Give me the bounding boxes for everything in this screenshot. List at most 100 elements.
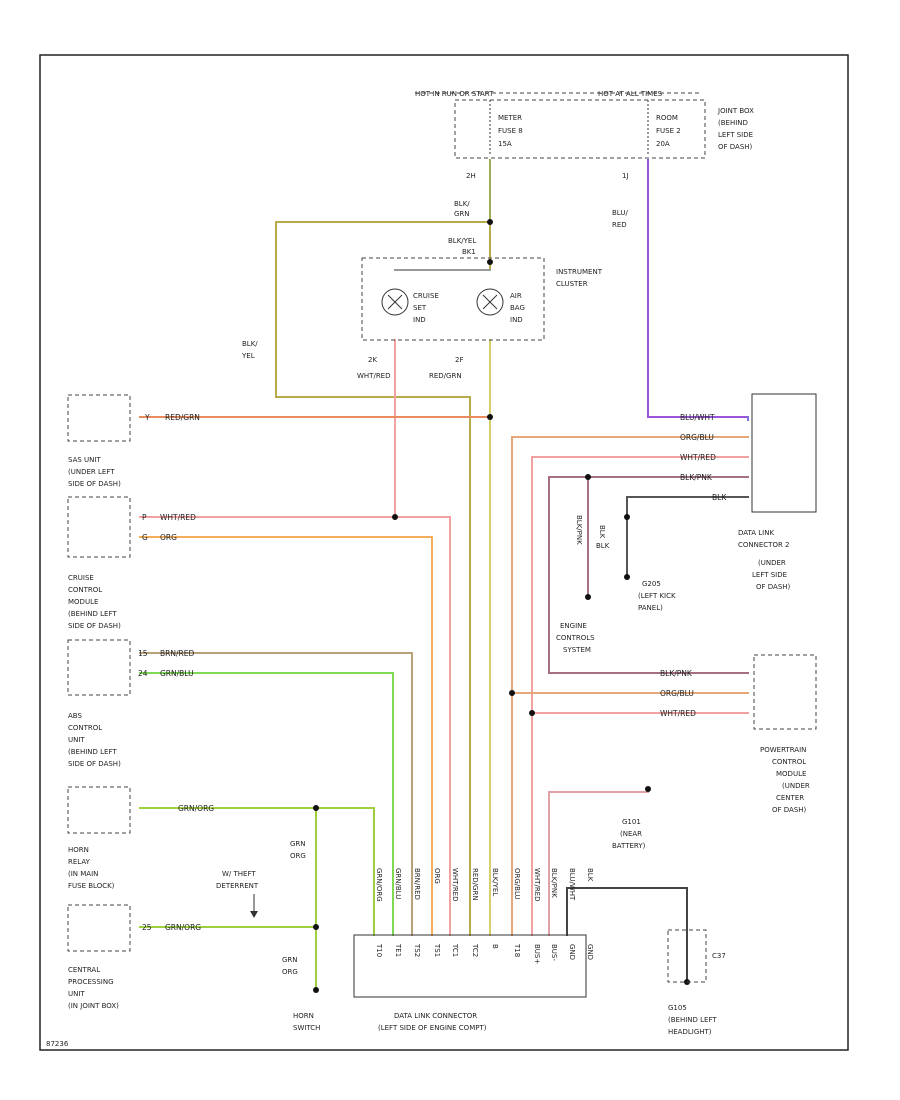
wire-cruise-ind-label: WHT/RED (357, 372, 391, 380)
wire-cruise-wht-red (139, 516, 451, 936)
dlc-wire-label-10: BLU/WHT (568, 868, 576, 901)
g205-label-2: (LEFT KICK (638, 592, 676, 600)
wire-dlc2-wht-red (531, 456, 749, 936)
cpu-label-4: (IN JOINT BOX) (68, 1002, 119, 1010)
cruise-label-4: (BEHIND LEFT (68, 610, 117, 618)
dlc-pin-2: TS2 (413, 943, 421, 957)
dlc-wire-label-7: ORG/BLU (513, 868, 521, 900)
cruise-pin-g: G (142, 533, 148, 542)
theft-label-1: W/ THEFT (222, 870, 256, 878)
engine-label-2: CONTROLS (556, 634, 595, 642)
wire-meter-2: GRN (454, 210, 470, 218)
dlc-wire-label-9: BLK/PNK (550, 868, 558, 898)
dlc2-label-4: LEFT SIDE (752, 571, 787, 579)
sas-label-3: SIDE OF DASH) (68, 480, 121, 488)
dlc-label-2: (LEFT SIDE OF ENGINE COMPT) (378, 1024, 487, 1032)
abs-label-3: UNIT (68, 736, 85, 744)
dlc-wire-label-11: BLK (586, 868, 594, 882)
airbag-lamp-line-3: IND (510, 316, 523, 324)
dlc2-wire-1: BLU/WHT (680, 413, 715, 422)
cruise-lamp-line-3: IND (413, 316, 426, 324)
dlc2-label-5: OF DASH) (756, 583, 791, 591)
wire-cruise-org (139, 536, 433, 936)
wire-dlc2-org-blu (511, 436, 749, 936)
dlc-pin-10: GND (568, 944, 576, 960)
meter-fuse-line-3: 15A (498, 140, 512, 148)
wire-blu-red (647, 159, 749, 418)
joint-box-fuses: HOT IN RUN OR START HOT AT ALL TIMES MET… (415, 90, 754, 229)
data-link-connector-2: BLU/WHT ORG/BLU WHT/RED BLK/PNK BLK DATA… (680, 393, 817, 591)
cpu-wire: GRN/ORG (165, 923, 201, 932)
dlc2-wire-2: ORG/BLU (680, 433, 714, 442)
room-fuse-line-1: ROOM (656, 114, 678, 122)
pcm-label-5: CENTER (776, 794, 804, 802)
cpu-pin-25: 25 (142, 923, 152, 932)
horn-wire-lower-1: GRN (282, 956, 298, 964)
dlc-wire-label-8: WHT/RED (533, 868, 541, 902)
joint-box-line-2: (BEHIND (718, 119, 748, 127)
dlc-wire-label-1: GRN/BLU (394, 868, 402, 899)
pin-1j: 1J (622, 172, 629, 180)
meter-fuse-line-1: METER (498, 114, 522, 122)
meter-fuse-line-2: FUSE 8 (498, 127, 523, 135)
cruise-label-1: CRUISE (68, 574, 94, 582)
dlc-wire-label-5: RED/GRN (471, 868, 479, 901)
dlc2-wire-3: WHT/RED (680, 453, 716, 462)
airbag-lamp-line-2: BAG (510, 304, 525, 312)
diagram-frame (39, 54, 849, 1051)
cruise-label-3: MODULE (68, 598, 98, 606)
airbag-lamp-line-1: AIR (510, 292, 522, 300)
cluster-label-1: INSTRUMENT (556, 268, 603, 276)
engine-label-1: ENGINE (560, 622, 587, 630)
dlc2-wire-4: BLK/PNK (680, 473, 713, 482)
dlc-wire-label-4: WHT/RED (451, 868, 459, 902)
theft-arrow-icon (250, 911, 258, 918)
g105-label-3: HEADLIGHT) (668, 1028, 712, 1036)
theft-label-2: DETERRENT (216, 882, 259, 890)
bypass-wire-1: BLK/ (242, 340, 258, 348)
horn-relay-label-2: RELAY (68, 858, 91, 866)
horn-wire-upper-1: GRN (290, 840, 306, 848)
abs-label-1: ABS (68, 712, 82, 720)
horn-relay-wire: GRN/ORG (178, 804, 214, 813)
sas-pin: Y (144, 413, 150, 422)
splice-horn-2 (313, 924, 319, 930)
cruise-control-module: P WHT/RED G ORG CRUISE CONTROL MODULE (B… (67, 496, 196, 630)
abs-control-unit: 15 BRN/RED 24 GRN/BLU ABS CONTROL UNIT (… (67, 639, 194, 768)
dlc-pin-6: B (491, 944, 499, 949)
dlc-pin-4: TC1 (451, 943, 459, 957)
wire-g105 (566, 887, 688, 983)
wire-room-1: BLU/ (612, 209, 628, 217)
horn-relay-label-3: (IN MAIN (68, 870, 98, 878)
horn-wire-upper-2: ORG (290, 852, 306, 860)
engine-terminal (585, 594, 591, 600)
cruise-wire-wht-red: WHT/RED (160, 513, 196, 522)
dlc-pin-1: TE1 (394, 943, 402, 957)
dlc-label-1: DATA LINK CONNECTOR (394, 1012, 477, 1020)
room-fuse-line-3: 20A (656, 140, 670, 148)
engine-controls: BLK/PNK ENGINE CONTROLS SYSTEM (556, 515, 595, 654)
page-id: 87236 (46, 1040, 69, 1048)
central-processing-unit: 25 GRN/ORG CENTRAL PROCESSING UNIT (IN J… (67, 904, 201, 1010)
splice-sas (487, 414, 493, 420)
ground-g101-terminal (645, 786, 651, 792)
pin-2h: 2H (466, 172, 476, 180)
ground-g105: C37 G105 (BEHIND LEFT HEADLIGHT) (667, 929, 726, 1036)
ground-g101: G101 (NEAR BATTERY) (612, 818, 646, 850)
pcm-label-2: CONTROL (772, 758, 806, 766)
abs-wire-brn-red: BRN/RED (160, 649, 194, 658)
dlc-pin-3: TS1 (433, 943, 441, 957)
splice-cluster (487, 259, 493, 265)
abs-label-5: SIDE OF DASH) (68, 760, 121, 768)
cpu-label-1: CENTRAL (68, 966, 100, 974)
dlc-pin-7: T18 (513, 943, 521, 957)
splice-ground (624, 514, 630, 520)
sas-label-2: (UNDER LEFT (68, 468, 115, 476)
theft-deterrent-note: W/ THEFT DETERRENT (216, 870, 259, 918)
dlc2-label-1: DATA LINK (738, 529, 774, 537)
sas-wire: RED/GRN (165, 413, 200, 422)
pin-2f: 2F (455, 356, 463, 364)
